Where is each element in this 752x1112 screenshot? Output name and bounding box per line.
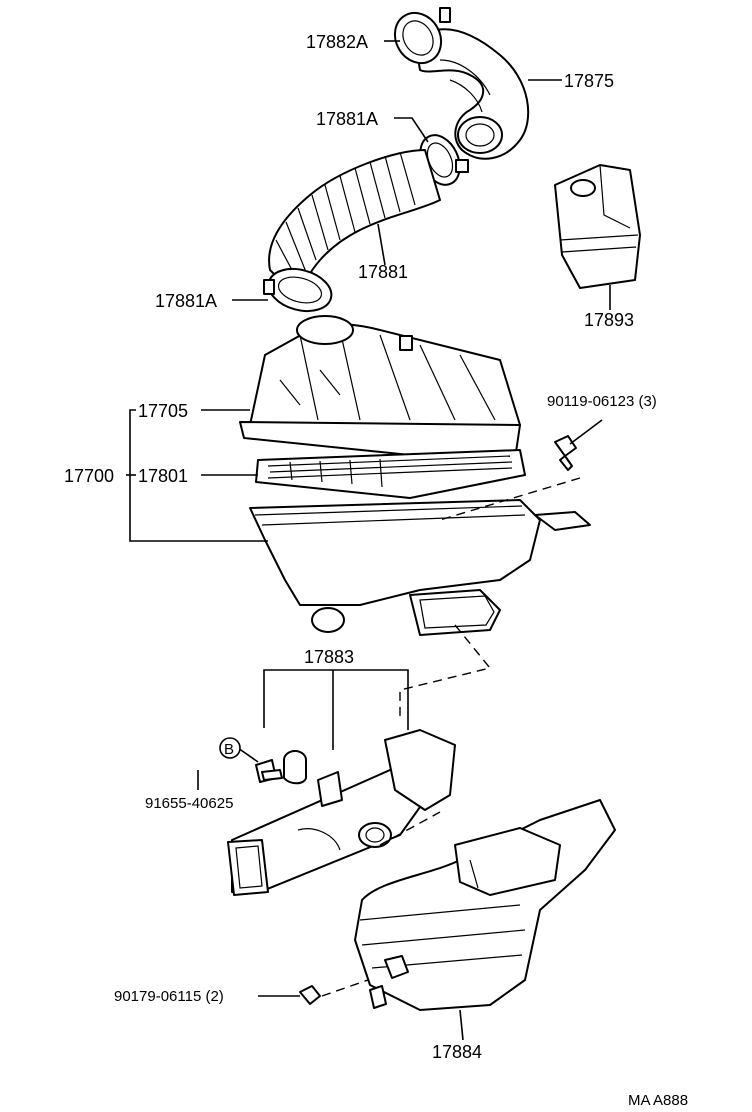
dash-hose-to-resonator: [379, 811, 441, 846]
filter-element-17801: [255, 449, 526, 499]
resonator-17884: [354, 799, 616, 1011]
label-17700: 17700: [64, 466, 114, 486]
leader-17884: [459, 1009, 464, 1041]
label-91655: 91655-40625: [145, 795, 233, 812]
label-90179: 90179-06115 (2): [114, 988, 224, 1005]
label-17883: 17883: [304, 647, 354, 667]
label-90119: 90119-06123 (3): [547, 393, 657, 410]
leader-bubble-B: [237, 747, 259, 763]
dash-bolt90179: [321, 979, 369, 997]
label-17875: 17875: [564, 71, 614, 91]
bubble-B-circle: [219, 737, 241, 759]
leader-17881A-top: [394, 117, 429, 143]
intake-hose-17875: [414, 28, 530, 160]
label-17881A-top: 17881A: [316, 109, 378, 129]
grommet: [283, 750, 307, 785]
dash-bolt-to-case: [439, 477, 581, 521]
label-17882A: 17882A: [306, 32, 368, 52]
leader-17883: [263, 669, 409, 730]
dash-case-to-hose: [399, 624, 492, 718]
label-17881A-bottom: 17881A: [155, 291, 217, 311]
bolt-91655: [255, 759, 283, 783]
clamp-17882A: [393, 7, 451, 65]
air-cleaner-case: [249, 499, 591, 636]
label-17881: 17881: [358, 262, 408, 282]
clamp-17881A-bottom: [263, 267, 333, 313]
label-17893: 17893: [584, 310, 634, 330]
bolt-90119: [554, 435, 577, 471]
resonator-17893: [554, 164, 641, 289]
leader-17881: [377, 223, 386, 266]
label-bubble-B: B: [224, 741, 234, 758]
inlet-hose-17883: [227, 729, 456, 896]
air-cleaner-cap-17705: [239, 315, 521, 456]
corrugated-hose-17881: [268, 149, 441, 301]
label-17705: 17705: [138, 401, 188, 421]
label-17884: 17884: [432, 1042, 482, 1062]
label-17801: 17801: [138, 466, 188, 486]
leader-90119: [569, 419, 603, 445]
bolt-90179: [299, 985, 321, 1005]
figure-code: MA A888: [628, 1092, 688, 1109]
